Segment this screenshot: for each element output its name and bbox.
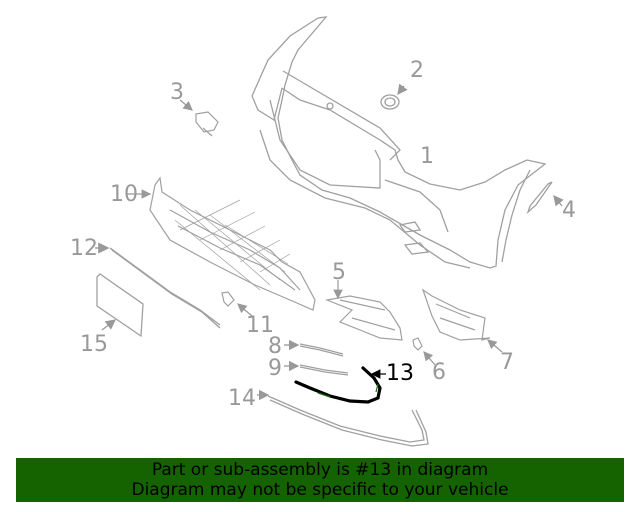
part-4-side-trim [526,181,564,215]
part-8-trim [284,339,344,357]
part-1-bumper-cover [251,16,547,269]
callout-5[interactable]: 5 [332,260,346,285]
part-15-license-bracket [96,273,144,338]
part-6-clip [412,337,436,366]
part-9-trim [284,360,349,376]
parts-diagram [95,16,564,447]
callout-12[interactable]: 12 [70,236,98,261]
banner-line-part: Part or sub-assembly is #13 in diagram [151,460,489,480]
callout-9[interactable]: 9 [268,356,282,381]
part-2-emblem [380,83,408,110]
part-3-bracket [179,99,219,137]
part-10-lower-grille [127,176,316,311]
callout-1[interactable]: 1 [420,144,434,169]
callout-2[interactable]: 2 [410,58,424,83]
part-5-vent-grille [324,280,403,341]
callout-11[interactable]: 11 [246,313,274,338]
part-12-trim-strip [95,242,221,329]
part-14-lower-trim [257,389,429,447]
callout-4[interactable]: 4 [562,198,576,223]
callout-7[interactable]: 7 [500,350,514,375]
callout-13[interactable]: 13 [386,361,414,386]
part-11-clip [221,291,253,317]
callout-14[interactable]: 14 [228,386,256,411]
callout-3[interactable]: 3 [170,80,184,105]
banner-line-disclaimer: Diagram may not be specific to your vehi… [131,480,509,500]
part-13-highlighted-trim [294,366,386,404]
part-7-vent-grille [421,288,503,353]
callout-8[interactable]: 8 [268,334,282,359]
callout-15[interactable]: 15 [80,332,108,357]
info-banner: Part or sub-assembly is #13 in diagram D… [16,458,624,502]
callout-6[interactable]: 6 [432,360,446,385]
callout-10[interactable]: 10 [110,182,138,207]
